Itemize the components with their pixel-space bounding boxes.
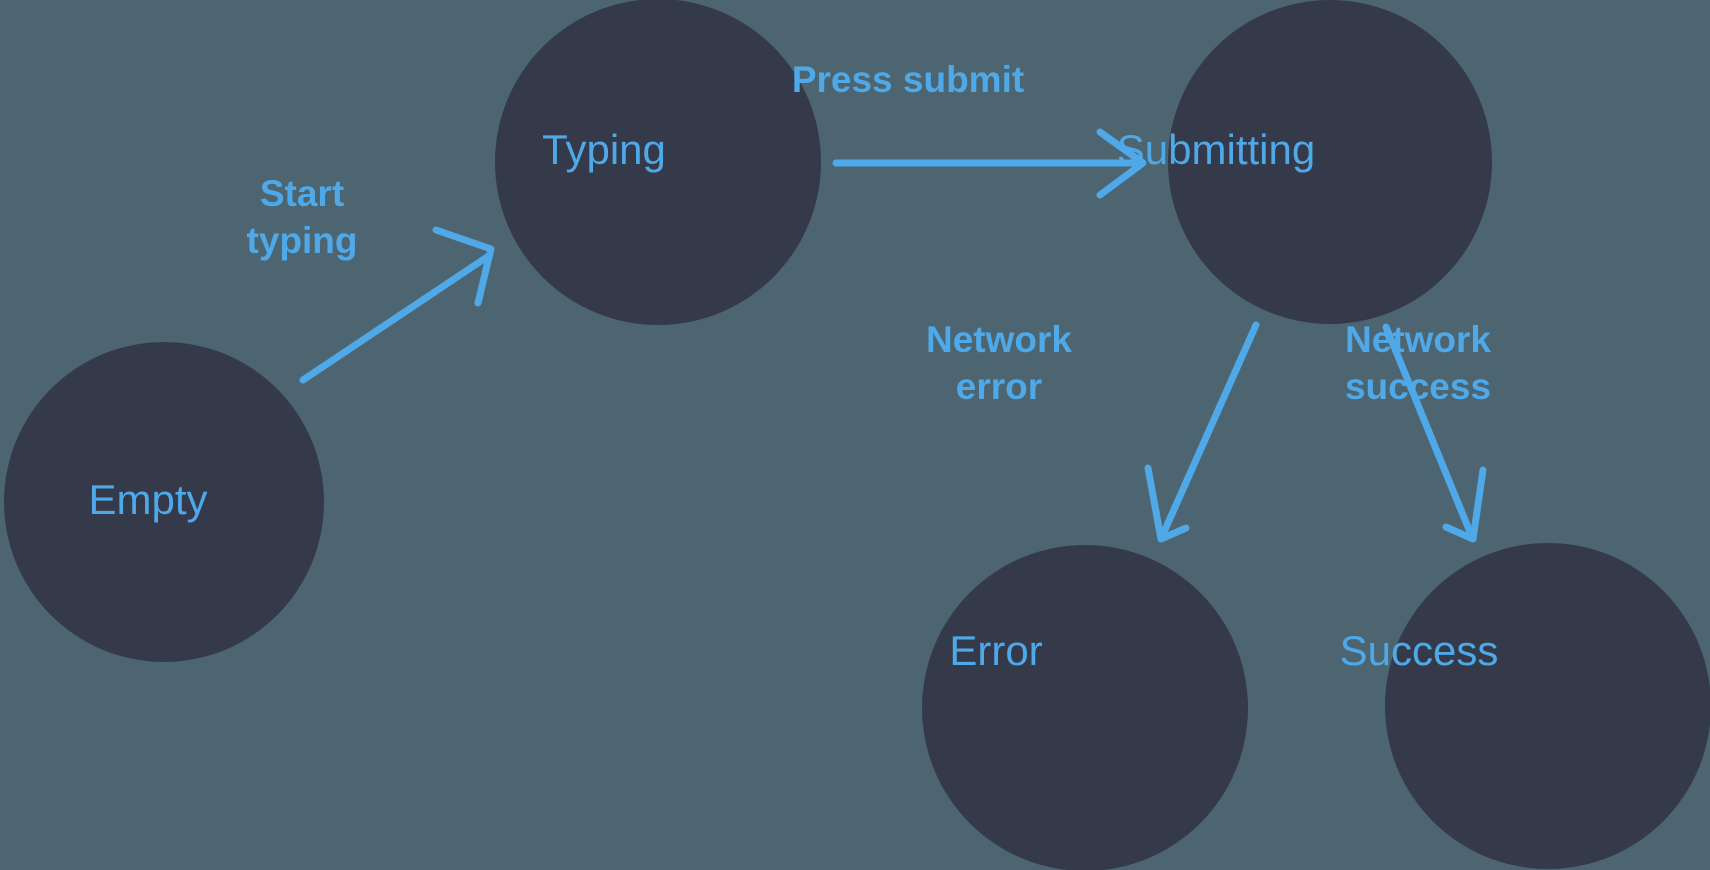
transition-label-network-error-line1: Network bbox=[926, 319, 1072, 360]
transition-network-error bbox=[1144, 321, 1260, 543]
state-node-typing[interactable]: Typing bbox=[495, 0, 821, 325]
transition-label-start-typing-line1: Start bbox=[260, 173, 344, 214]
state-node-submitting[interactable]: Submitting bbox=[1117, 0, 1492, 324]
transition-press-submit-arrowhead bbox=[1096, 128, 1147, 199]
transition-label-press-submit-line1: Press submit bbox=[792, 59, 1024, 100]
transition-label-network-error: Network error bbox=[926, 319, 1072, 407]
state-node-error[interactable]: Error bbox=[922, 545, 1248, 870]
transition-label-network-error-line2: error bbox=[956, 366, 1042, 407]
state-node-success-circle[interactable] bbox=[1385, 543, 1710, 869]
transition-label-press-submit: Press submit bbox=[792, 59, 1024, 100]
state-node-submitting-circle[interactable] bbox=[1168, 0, 1492, 324]
transition-network-success bbox=[1382, 323, 1487, 543]
transition-start-typing bbox=[299, 226, 495, 384]
state-node-success-label: Success bbox=[1340, 627, 1499, 674]
transition-press-submit bbox=[832, 128, 1147, 199]
transition-label-network-success-line2: success bbox=[1345, 366, 1491, 407]
transition-network-error-arrowhead bbox=[1144, 464, 1190, 543]
state-node-error-circle[interactable] bbox=[922, 545, 1248, 870]
state-node-empty[interactable]: Empty bbox=[4, 342, 324, 662]
transition-network-success-line bbox=[1382, 323, 1474, 536]
state-node-empty-circle[interactable] bbox=[4, 342, 324, 662]
transition-network-error-line bbox=[1160, 321, 1260, 536]
state-node-typing-circle[interactable] bbox=[495, 0, 821, 325]
transition-label-start-typing: Start typing bbox=[247, 173, 358, 261]
state-node-error-label: Error bbox=[949, 627, 1042, 674]
transition-label-network-success: Network success bbox=[1345, 319, 1491, 407]
transition-network-success-arrowhead bbox=[1442, 466, 1487, 543]
transition-start-typing-line bbox=[299, 253, 491, 384]
state-node-typing-label: Typing bbox=[542, 126, 666, 173]
transition-start-typing-arrowhead bbox=[432, 226, 495, 307]
state-node-submitting-label: Submitting bbox=[1117, 126, 1315, 173]
transition-label-start-typing-line2: typing bbox=[247, 220, 358, 261]
state-node-success[interactable]: Success bbox=[1340, 543, 1710, 869]
state-node-empty-label: Empty bbox=[88, 476, 207, 523]
transition-label-network-success-line1: Network bbox=[1345, 319, 1491, 360]
